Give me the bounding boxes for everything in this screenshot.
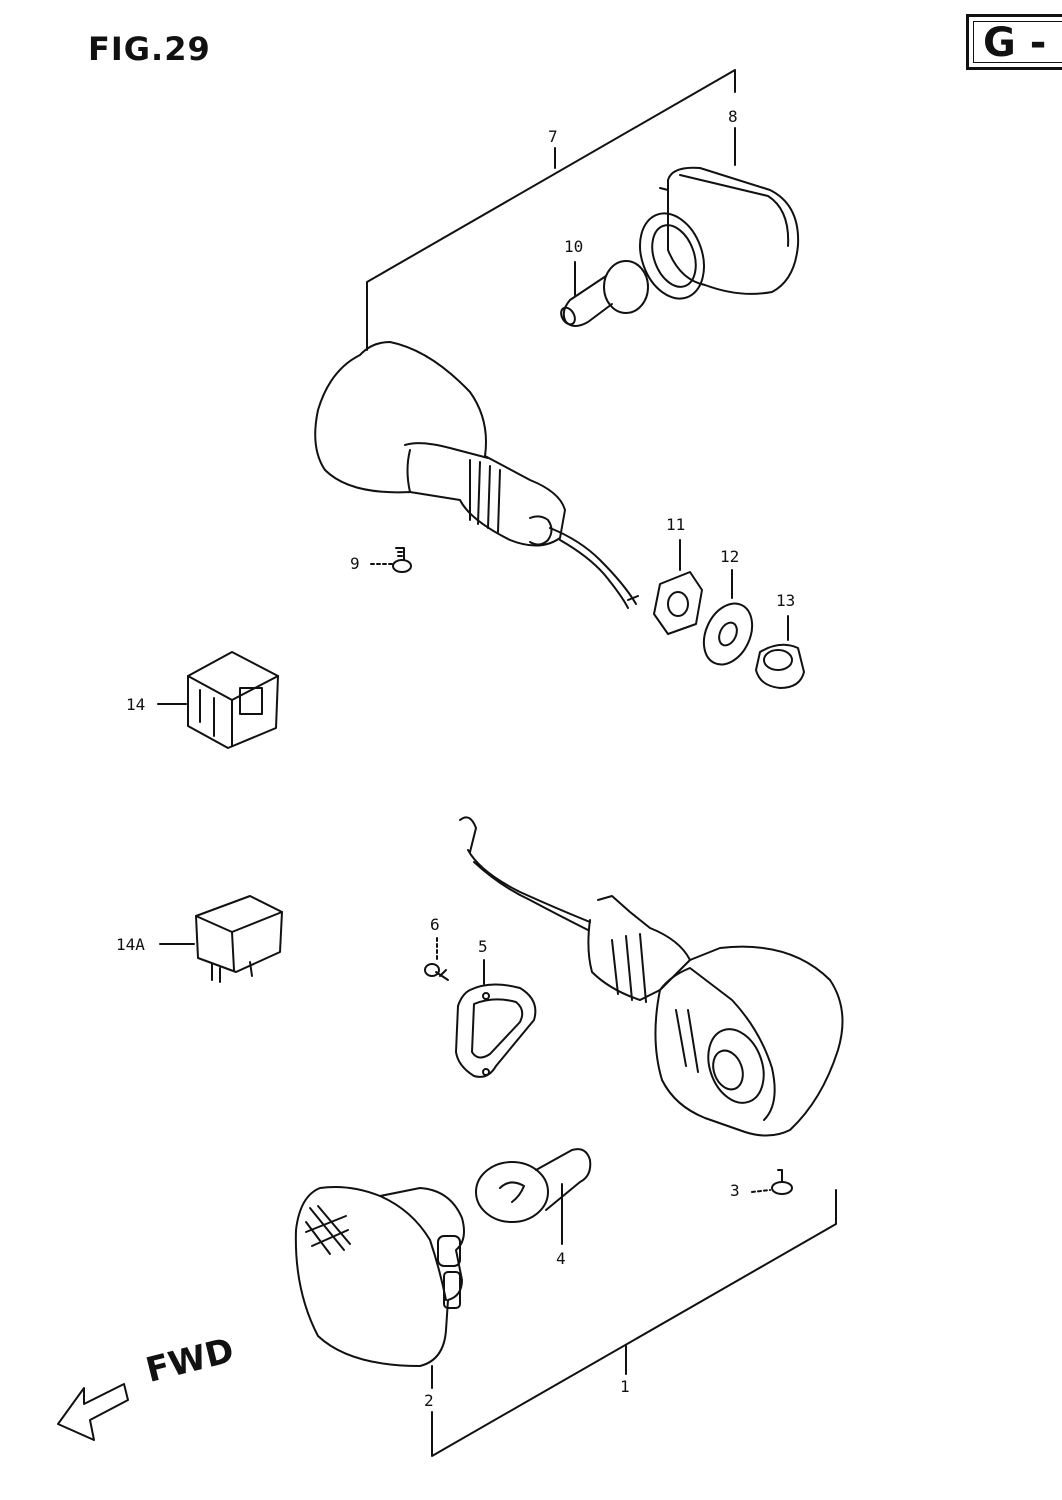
lens-part-2: [294, 1186, 465, 1389]
section-badge: G -: [966, 14, 1062, 70]
callout-14a: 14A: [116, 935, 145, 954]
section-badge-inner-border: [973, 21, 1062, 63]
front-turn-signal-housing: [459, 816, 844, 1137]
callout-6: 6: [430, 915, 440, 934]
callout-7: 7: [548, 127, 558, 146]
section-badge-text: G -: [983, 20, 1047, 66]
callout-14: 14: [126, 695, 146, 714]
callout-1: 1: [620, 1377, 630, 1396]
gasket-part-5: [455, 959, 537, 1078]
callout-12: 12: [720, 547, 740, 566]
screw-part-6: [424, 937, 449, 981]
callout-10: 10: [564, 237, 584, 256]
relay-part-14a: [159, 895, 283, 983]
figure-title: FIG.29: [88, 30, 211, 68]
bracket-assembly-1: [431, 1189, 837, 1457]
screw-part-3: [751, 1169, 793, 1195]
relay-part-14: [157, 651, 279, 749]
rear-turn-signal-housing: [314, 341, 639, 609]
callout-8: 8: [728, 107, 738, 126]
callout-2: 2: [424, 1391, 434, 1410]
bulb-part-10: [560, 260, 649, 327]
callout-3: 3: [730, 1181, 740, 1200]
screw-part-9: [370, 547, 412, 573]
callout-13: 13: [776, 591, 796, 610]
nut-part-11: [653, 539, 703, 635]
lens-part-8: [639, 166, 800, 300]
bulb-part-4: [475, 1148, 592, 1245]
bracket-assembly-7: [366, 69, 736, 351]
callout-4: 4: [556, 1249, 566, 1268]
callout-11: 11: [666, 515, 686, 534]
washer-part-12: [702, 569, 754, 666]
callout-5: 5: [478, 937, 488, 956]
cap-nut-part-13: [755, 615, 805, 689]
callout-9: 9: [350, 554, 360, 573]
forward-arrow-icon: [57, 1383, 129, 1441]
